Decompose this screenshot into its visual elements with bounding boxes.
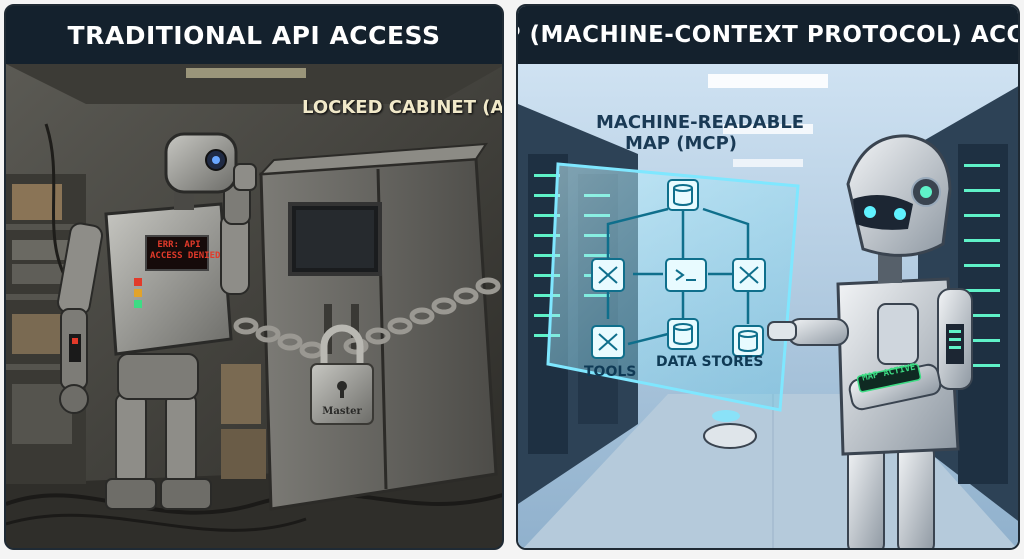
chest-screen-text: ERR: API ACCESS DENIED: [150, 240, 221, 262]
padlock-icon: [310, 324, 374, 425]
terminal-folder-icon: [665, 258, 707, 292]
chest-screen-line1: ERR: API: [157, 240, 201, 250]
server-room-scene: [518, 64, 1018, 548]
dungeon-scene: [6, 64, 502, 548]
data-stores-label: DATA STORES: [656, 354, 764, 370]
map-label-line1: MACHINE-READABLE: [596, 112, 805, 133]
right-title-bar: MCP (MACHINE-CONTEXT PROTOCOL) ACCESS: [518, 6, 1018, 64]
left-panel-title: TRADITIONAL API ACCESS: [67, 20, 441, 50]
broken-robot: [57, 132, 257, 510]
left-panel: TRADITIONAL API ACCESS: [4, 4, 504, 550]
mcp-hologram-map: [546, 162, 800, 412]
right-panel: MCP (MACHINE-CONTEXT PROTOCOL) ACCESS: [516, 4, 1020, 550]
map-label-line2: MAP (MCP): [624, 133, 738, 154]
database-icon-middle: [667, 318, 699, 350]
tools-label: TOOLS: [584, 364, 637, 380]
locked-cabinet: [258, 142, 498, 511]
database-icon-top: [667, 179, 699, 211]
map-active-badge-bg: [856, 363, 922, 393]
chest-screen-line2: ACCESS DENIED: [150, 251, 221, 261]
left-title-bar: TRADITIONAL API ACCESS: [6, 6, 502, 64]
map-label: MACHINE-READABLE MAP (MCP): [596, 112, 805, 154]
padlock-brand: Master: [322, 406, 362, 417]
right-panel-title: MCP (MACHINE-CONTEXT PROTOCOL) ACCESS: [518, 22, 1020, 48]
database-icon-right: [732, 325, 764, 357]
chest-error-screen: [145, 235, 209, 271]
mcp-robot: [703, 134, 973, 548]
cabinet-label: LOCKED CABINET (API): [302, 97, 504, 118]
